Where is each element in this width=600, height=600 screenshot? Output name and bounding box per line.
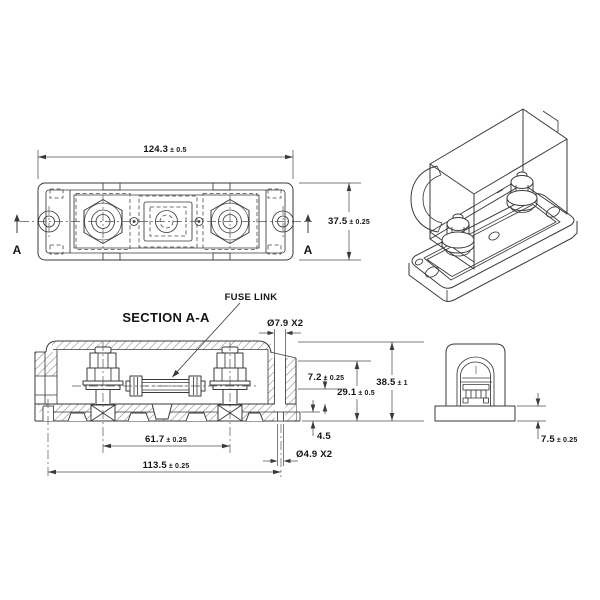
dim-base-thickness: 7.5± 0.25: [517, 393, 577, 445]
cover-top: [45, 340, 272, 354]
dim-fuse-height: 7.2± 0.25: [298, 372, 344, 414]
end-base: [434, 405, 516, 422]
right-wall: [267, 349, 301, 421]
dim-terminal-height: 29.1± 0.5: [298, 360, 375, 421]
base-notch: [245, 412, 264, 422]
svg-text:4.5: 4.5: [317, 431, 331, 442]
isometric-view: [408, 108, 578, 302]
section-label-right: A: [304, 243, 313, 257]
iso-bolt-near: [441, 213, 475, 257]
section-view: SECTION A-A: [34, 292, 424, 477]
end-cover: [445, 343, 506, 406]
section-title: SECTION A-A: [122, 310, 210, 325]
section-arrow-right: [305, 214, 311, 233]
dim-terminal-spacing: 61.7± 0.25: [103, 434, 230, 449]
iso-saddle: [410, 165, 439, 233]
iso-bolt-far: [506, 171, 538, 213]
fuse-link-callout: FUSE LINK: [172, 292, 277, 378]
dim-mounting-spacing: 113.5± 0.25: [48, 460, 281, 475]
iso-base: [408, 193, 578, 302]
end-view: 7.5± 0.25: [434, 343, 577, 445]
end-arch-inner: [460, 361, 491, 406]
dim-hole-top: Ø7.9 X2: [259, 318, 303, 358]
svg-text:29.1± 0.5: 29.1± 0.5: [337, 387, 375, 398]
iso-mounting-hole: [425, 266, 439, 278]
svg-text:FUSE LINK: FUSE LINK: [225, 292, 278, 303]
svg-text:61.7± 0.25: 61.7± 0.25: [145, 434, 187, 445]
end-fuse-stack: [460, 366, 492, 404]
iso-center-hole: [488, 231, 500, 241]
svg-text:7.5± 0.25: 7.5± 0.25: [541, 434, 577, 445]
svg-text:113.5± 0.25: 113.5± 0.25: [143, 460, 190, 471]
svg-text:7.2± 0.25: 7.2± 0.25: [308, 372, 344, 383]
base-notch: [185, 412, 208, 422]
dim-overall-width: 37.5± 0.25: [299, 182, 370, 261]
center-recess: [151, 403, 173, 420]
svg-text:37.5± 0.25: 37.5± 0.25: [328, 216, 370, 227]
iso-mounting-hole: [546, 206, 560, 218]
base-notch: [67, 412, 88, 422]
section-label-left: A: [13, 243, 22, 257]
dim-overall-height: 38.5± 1: [298, 341, 424, 422]
base-section: [35, 403, 300, 422]
section-arrow-left: [14, 214, 20, 233]
end-arch-outer: [456, 356, 495, 406]
left-wall: [34, 350, 58, 421]
svg-text:124.3± 0.5: 124.3± 0.5: [143, 144, 186, 155]
svg-text:Ø4.9 X2: Ø4.9 X2: [296, 449, 332, 460]
iso-cover: [410, 108, 568, 270]
svg-text:38.5± 1: 38.5± 1: [376, 377, 408, 388]
dim-hole-bottom: Ø4.9 X2: [263, 424, 332, 466]
dim-base-step: 4.5: [301, 400, 331, 442]
dim-overall-length: 124.3± 0.5: [37, 144, 294, 179]
top-view: A A 124.3± 0.5 37.5± 0.25: [13, 144, 370, 261]
svg-text:Ø7.9 X2: Ø7.9 X2: [267, 318, 303, 329]
base-notch: [127, 412, 150, 422]
